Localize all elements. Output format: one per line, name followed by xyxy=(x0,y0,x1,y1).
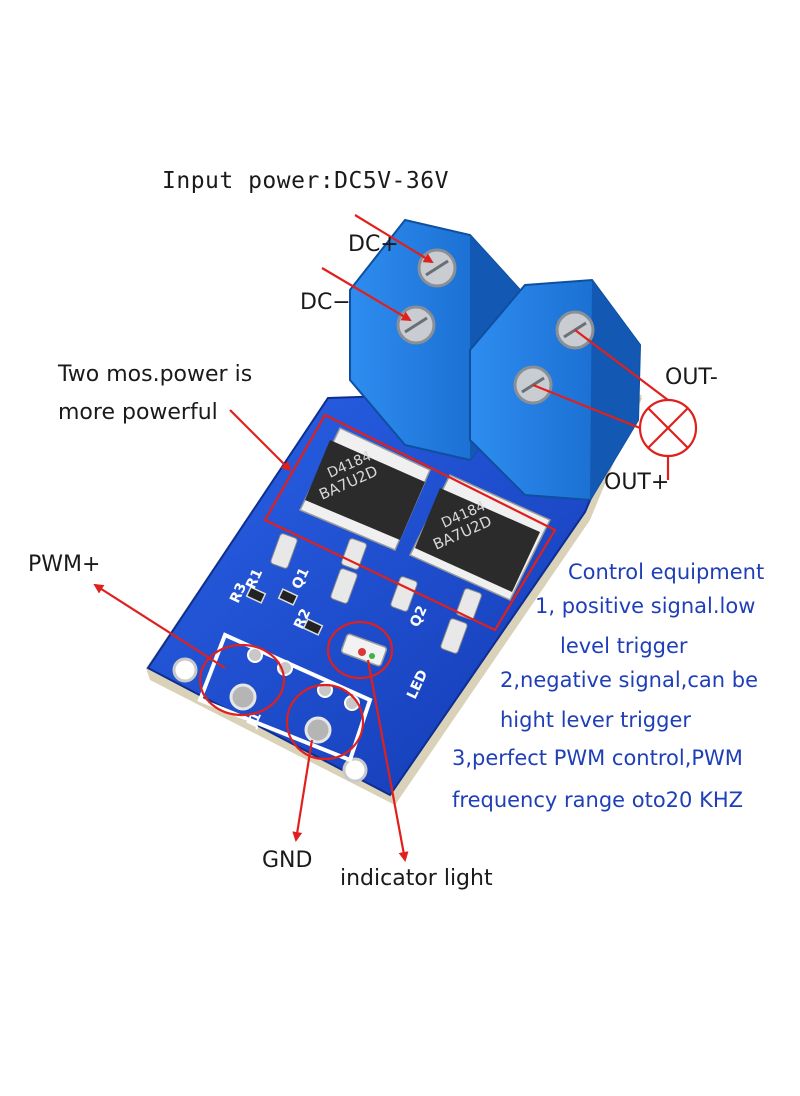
arrow-pwm xyxy=(93,583,226,669)
arrow-dc-plus xyxy=(354,214,434,264)
arrow-dc-minus xyxy=(321,267,412,322)
load-cross-b xyxy=(647,407,689,449)
control-line-2: level trigger xyxy=(560,634,688,658)
led-circle xyxy=(326,620,394,680)
label-indicator-light: indicator light xyxy=(340,866,493,891)
mosfet-q1 xyxy=(270,427,431,604)
control-line-6: frequency range oto20 KHZ xyxy=(452,788,744,812)
label-mos-line2: more powerful xyxy=(58,400,218,425)
annotation-arrows xyxy=(93,214,670,862)
output-terminal-block xyxy=(469,278,642,502)
label-out-plus: OUT+ xyxy=(604,470,670,495)
label-dc-plus: DC+ xyxy=(348,232,399,257)
control-line-3: 2,negative signal,can be xyxy=(500,668,758,692)
control-line-5: 3,perfect PWM control,PWM xyxy=(452,746,743,770)
silk-r3: R3 xyxy=(227,580,250,605)
leader-out-minus xyxy=(574,329,669,401)
label-gnd: GND xyxy=(262,848,313,873)
silk-r1: R1 xyxy=(243,566,266,591)
mosfet-highlight-box xyxy=(263,413,557,632)
label-pwm-plus: PWM+ xyxy=(28,552,101,577)
arrow-gnd xyxy=(292,739,314,842)
label-out-minus: OUT- xyxy=(665,365,718,390)
input-power-title: Input power:DC5V-36V xyxy=(162,168,449,194)
leader-out-plus-a xyxy=(532,383,641,430)
control-heading: Control equipment xyxy=(568,560,765,584)
arrow-indicator xyxy=(366,659,409,862)
pwm-circle xyxy=(198,643,286,717)
control-line-4: hight lever trigger xyxy=(500,708,692,732)
label-mos-line1: Two mos.power is xyxy=(58,362,253,387)
control-line-1: 1, positive signal.low xyxy=(535,594,756,618)
gnd-circle xyxy=(285,683,365,761)
silk-r2: R2 xyxy=(291,606,314,631)
mosfet-q2 xyxy=(390,474,552,654)
label-dc-minus: DC− xyxy=(300,290,351,315)
arrow-mos xyxy=(229,409,292,472)
